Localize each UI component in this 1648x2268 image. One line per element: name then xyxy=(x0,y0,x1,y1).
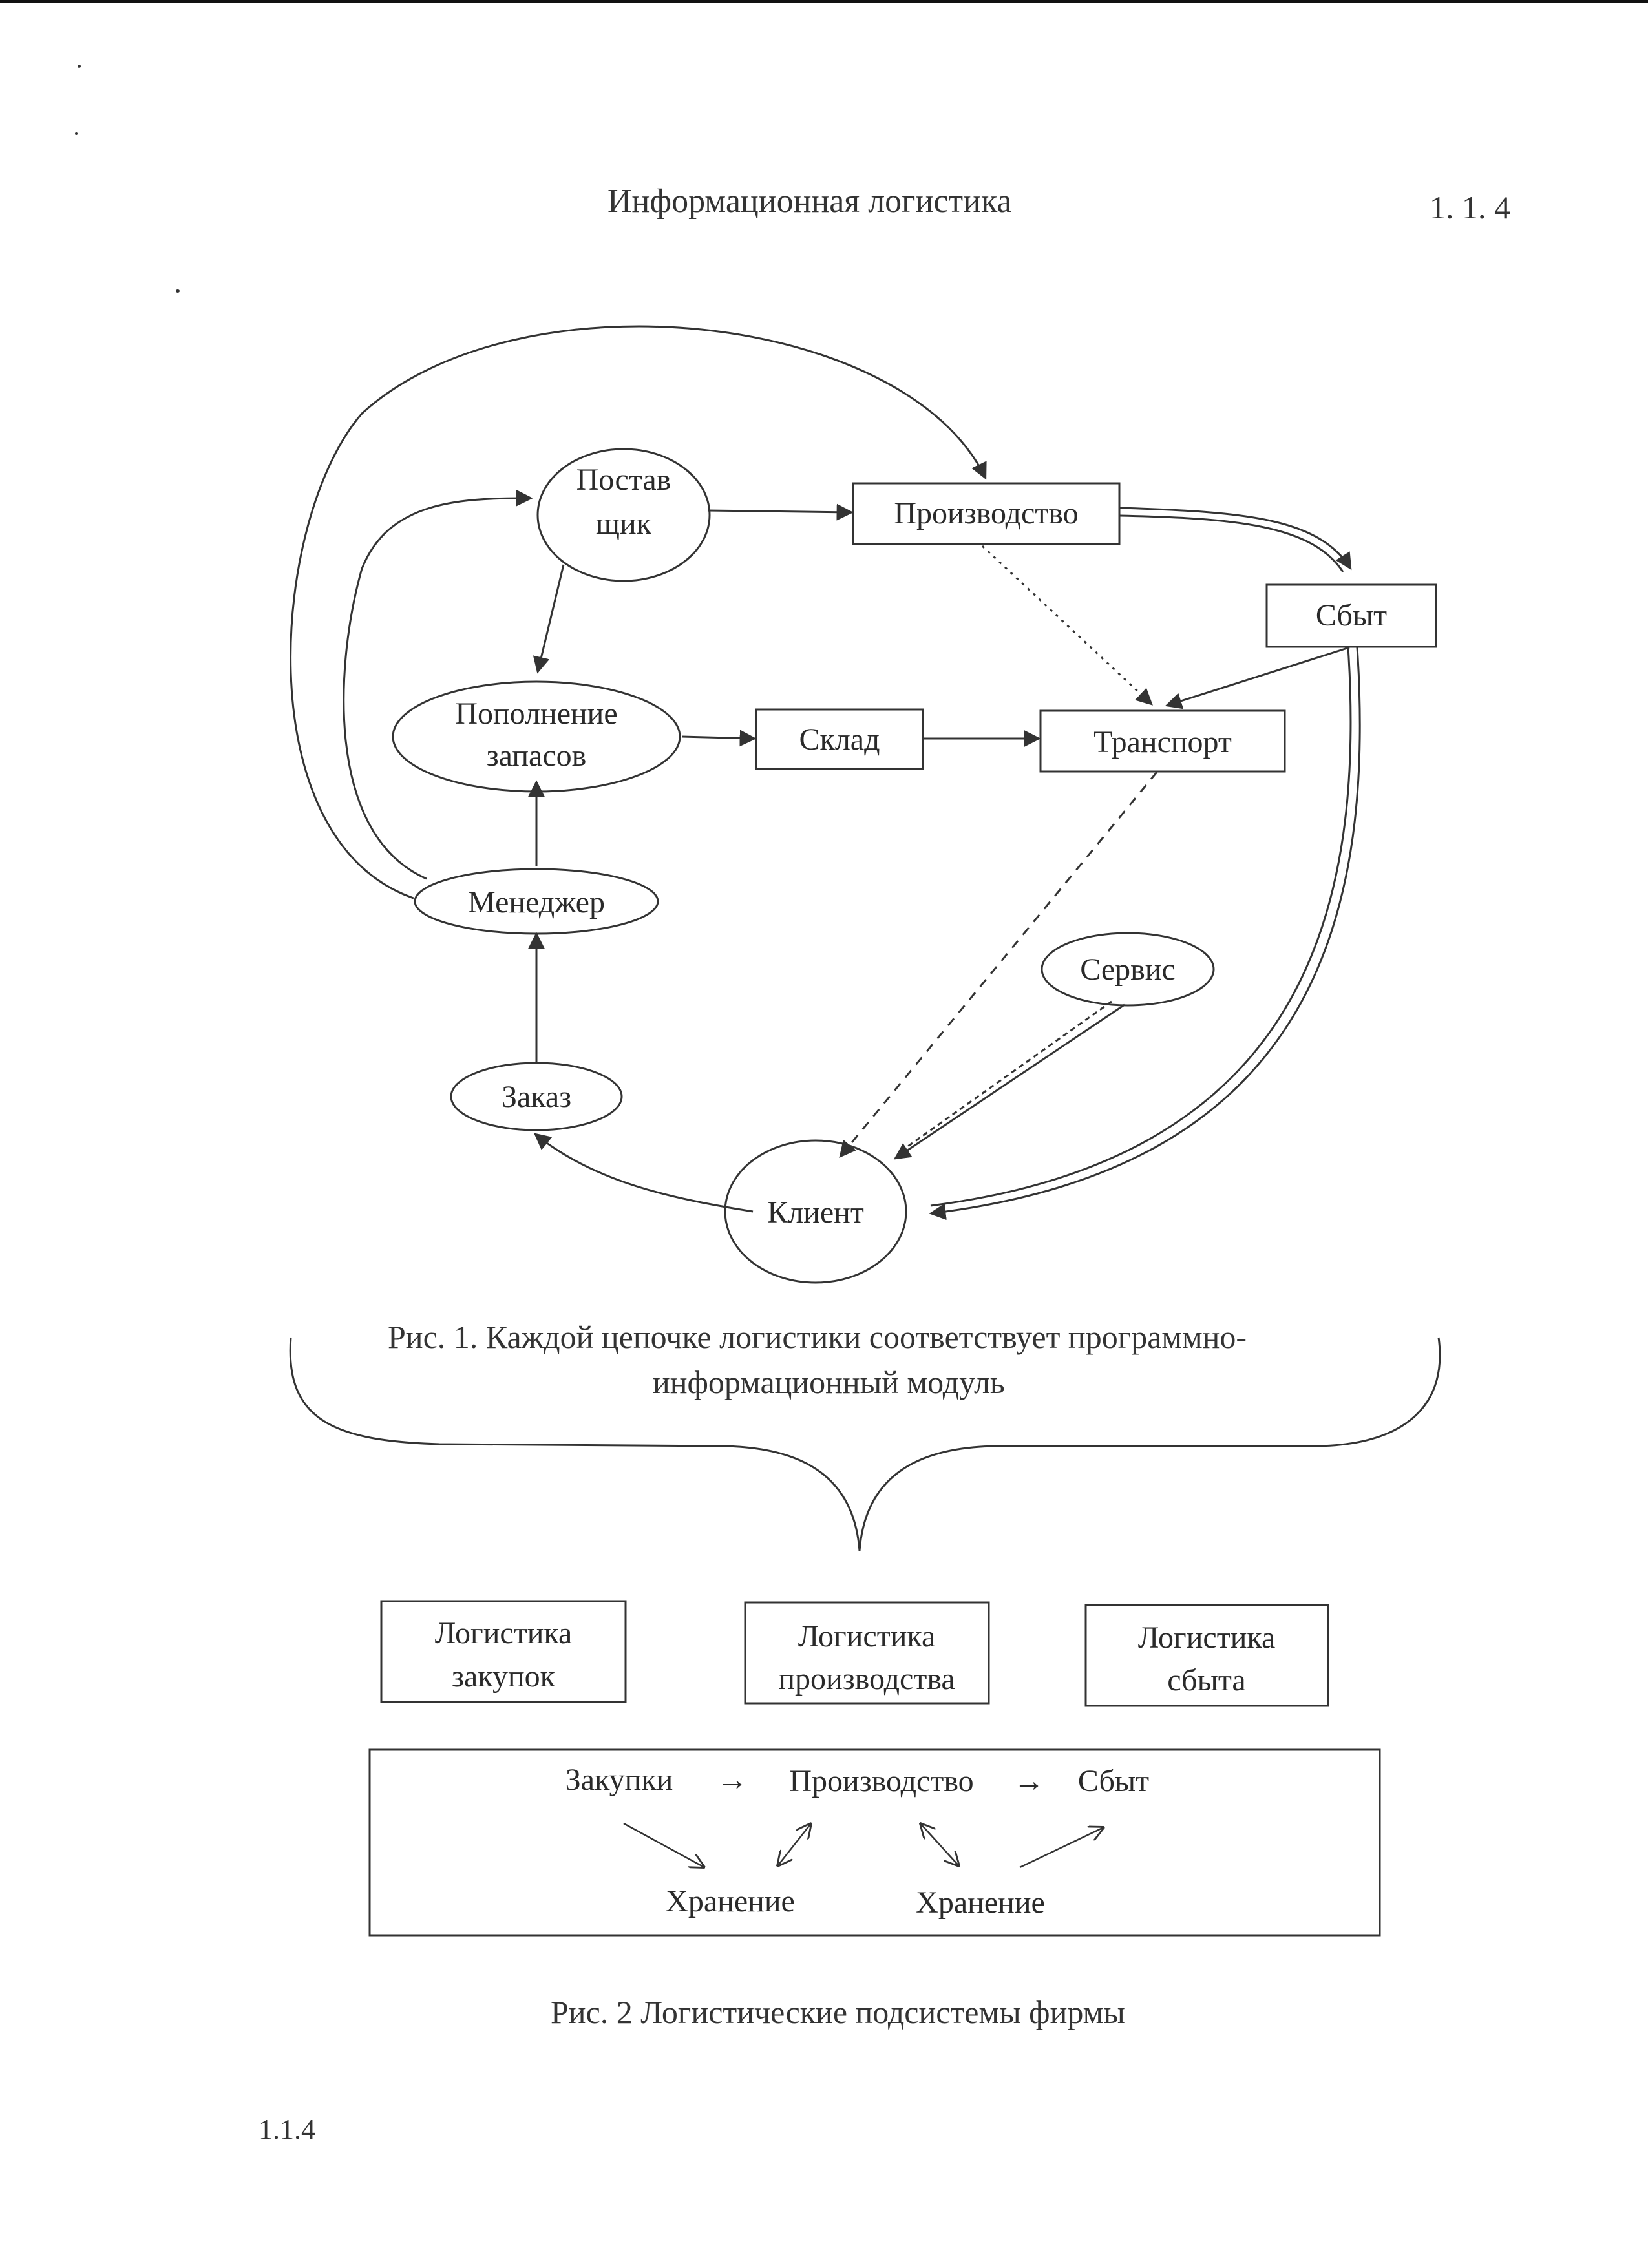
node-client-label: Клиент xyxy=(767,1195,864,1230)
brace xyxy=(289,1337,1441,1551)
flow-purchases: Закупки xyxy=(565,1763,673,1797)
scan-top-edge xyxy=(0,0,1648,3)
node-production xyxy=(852,482,1121,545)
node-supplier-label-1: Постав xyxy=(576,463,671,497)
node-transport xyxy=(1039,709,1286,773)
edge-supplier-to-production xyxy=(707,503,854,521)
node-service xyxy=(1041,932,1215,1007)
node-replenishment-label-1: Пополнение xyxy=(455,697,617,731)
figure1-caption-line2: информационный модуль xyxy=(653,1364,1005,1400)
flow-arrow-bidirectional-1 xyxy=(777,1823,811,1866)
flow-production: Производство xyxy=(789,1764,973,1798)
edge-replenishment-to-warehouse xyxy=(681,730,757,747)
node-order xyxy=(450,1062,623,1131)
figure1-caption-line1: Рис. 1. Каждой цепочке логистики соответ… xyxy=(388,1319,1247,1355)
node-production-label: Производство xyxy=(894,496,1078,530)
flow-storage-1: Хранение xyxy=(666,1884,795,1918)
edge-manager-to-production xyxy=(290,325,987,899)
flow-arrow-up-right xyxy=(1019,1827,1104,1869)
node-manager xyxy=(414,868,659,935)
node-replenishment xyxy=(392,680,681,793)
box-manufacturing-label-2: производства xyxy=(778,1662,955,1696)
box-purchasing-label-2: закупок xyxy=(452,1659,556,1694)
edge-supplier-to-replenishment xyxy=(533,564,565,674)
box-distribution-label-1: Логистика xyxy=(1138,1621,1276,1655)
edge-production-to-transport xyxy=(981,545,1153,706)
edge-service-to-client-dashed xyxy=(901,1000,1112,1152)
node-supplier-label-2: щик xyxy=(596,507,652,541)
flow-sales: Сбыт xyxy=(1078,1764,1149,1798)
node-order-label: Заказ xyxy=(502,1080,571,1114)
node-warehouse xyxy=(755,708,924,770)
node-replenishment-label-2: запасов xyxy=(487,739,587,773)
flow-arrow-1: → xyxy=(717,1763,748,1797)
edge-service-to-client xyxy=(893,1003,1125,1160)
node-warehouse-label: Склад xyxy=(799,722,880,757)
node-sales xyxy=(1265,583,1437,648)
edge-client-to-order xyxy=(533,1133,754,1213)
box-purchasing-logistics xyxy=(380,1600,627,1703)
box-manufacturing-logistics xyxy=(744,1601,990,1705)
node-service-label: Сервис xyxy=(1080,952,1176,987)
flow-arrow-2: → xyxy=(1013,1764,1044,1798)
box-subsystem-flow xyxy=(368,1748,1381,1937)
node-supplier xyxy=(536,448,711,582)
edge-sales-to-client xyxy=(929,647,1361,1221)
box-distribution-label-2: сбыта xyxy=(1167,1663,1245,1697)
flow-arrow-down-right-1 xyxy=(623,1822,704,1867)
figure2-caption: Рис. 2 Логистические подсистемы фирмы xyxy=(551,1994,1125,2030)
edge-manager-to-supplier xyxy=(343,489,533,880)
scan-speck xyxy=(75,132,78,135)
page-footer-code: 1.1.4 xyxy=(259,2114,315,2145)
node-transport-label: Транспорт xyxy=(1093,725,1232,759)
box-manufacturing-label-1: Логистика xyxy=(798,1619,936,1654)
box-purchasing-label-1: Логистика xyxy=(435,1616,573,1650)
node-client xyxy=(724,1139,907,1284)
scan-speck xyxy=(176,289,180,293)
edge-sales-to-transport xyxy=(1165,646,1350,709)
page-header-code: 1. 1. 4 xyxy=(1430,189,1510,226)
node-manager-label: Менеджер xyxy=(468,885,605,919)
page-header-title: Информационная логистика xyxy=(607,183,1012,220)
node-sales-label: Сбыт xyxy=(1316,598,1387,633)
flow-arrow-bidirectional-2 xyxy=(920,1823,959,1866)
flow-storage-2: Хранение xyxy=(916,1885,1045,1920)
edge-production-to-sales xyxy=(1119,507,1352,571)
scan-speck xyxy=(78,65,81,68)
box-distribution-logistics xyxy=(1084,1604,1329,1707)
